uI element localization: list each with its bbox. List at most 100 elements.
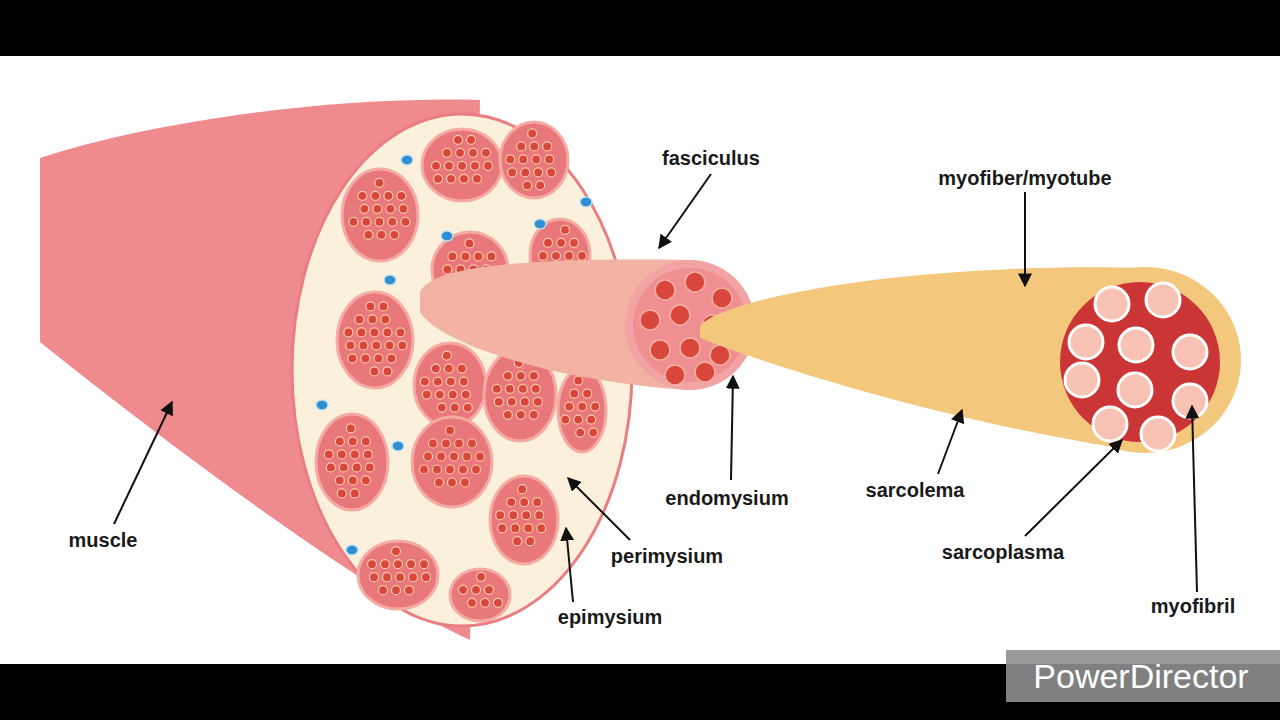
muscle-fiber	[589, 428, 598, 437]
muscle-fiber	[530, 142, 539, 151]
muscle-fiber	[539, 251, 548, 260]
muscle-fiber	[465, 239, 474, 248]
muscle-fiber	[570, 389, 579, 398]
muscle-fiber	[476, 452, 485, 461]
muscle-fiber	[507, 397, 516, 406]
muscle-fiber	[359, 341, 368, 350]
muscle-fiber	[712, 288, 732, 308]
muscle-fiber	[337, 450, 346, 459]
muscle-fiber	[371, 191, 380, 200]
watermark-box	[1006, 650, 1280, 702]
muscle-fiber	[362, 217, 371, 226]
muscle-fiber	[337, 489, 346, 498]
muscle-fiber	[516, 410, 525, 419]
leader-line	[1024, 192, 1026, 286]
leader-line	[938, 410, 962, 474]
fascicle	[558, 368, 606, 452]
muscle-fiber	[494, 397, 503, 406]
muscle-fiber	[394, 560, 403, 569]
muscle-fiber	[381, 560, 390, 569]
muscle-fiber	[424, 452, 433, 461]
muscle-fiber	[494, 598, 503, 607]
muscle-fiber	[350, 450, 359, 459]
fascicle	[422, 129, 502, 201]
muscle-fiber	[505, 384, 514, 393]
muscle-fiber	[529, 371, 538, 380]
leader-line	[659, 174, 711, 248]
muscle-fiber	[543, 142, 552, 151]
muscle-fiber	[535, 511, 544, 520]
muscle-fiber	[433, 465, 442, 474]
muscle-fiber	[443, 265, 452, 274]
blood-vessel	[534, 219, 546, 229]
muscle-fiber	[361, 437, 370, 446]
muscle-fiber	[370, 328, 379, 337]
leader-line	[1192, 406, 1197, 592]
muscle-fiber	[458, 161, 467, 170]
muscle-fiber	[685, 272, 705, 292]
blood-vessel	[401, 155, 413, 165]
muscle-fiber	[384, 191, 393, 200]
muscle-fiber	[469, 148, 478, 157]
muscle-fiber	[399, 204, 408, 213]
part-label: myofiber/myotube	[938, 167, 1111, 189]
muscle-fiber	[473, 174, 482, 183]
muscle-fiber	[655, 280, 675, 300]
muscle-fiber	[487, 252, 496, 261]
muscle-fiber	[513, 537, 522, 546]
muscle-fiber	[529, 410, 538, 419]
muscle-fiber	[565, 251, 574, 260]
muscle-fiber	[348, 476, 357, 485]
muscle-fiber	[459, 465, 468, 474]
muscle-fiber	[379, 586, 388, 595]
muscle-fiber	[574, 376, 583, 385]
muscle-fiber	[368, 315, 377, 324]
muscle-fiber	[370, 573, 379, 582]
muscle-fiber	[570, 238, 579, 247]
muscle-fiber	[420, 377, 429, 386]
muscle-fiber	[405, 586, 414, 595]
muscle-fiber	[401, 217, 410, 226]
muscle-fiber	[665, 365, 685, 385]
muscle-fiber	[450, 403, 459, 412]
muscle-fiber	[432, 161, 441, 170]
leader-line	[566, 528, 573, 602]
muscle-fiber	[468, 598, 477, 607]
blood-vessel	[580, 197, 592, 207]
muscle-fiber	[526, 537, 535, 546]
muscle-fiber	[387, 354, 396, 363]
leader-line	[1025, 440, 1122, 536]
muscle-fiber	[324, 450, 333, 459]
part-label: myofibril	[1151, 595, 1235, 617]
fascicle	[412, 417, 492, 507]
muscle-fiber	[383, 328, 392, 337]
muscle-fiber	[344, 328, 353, 337]
muscle-fiber	[446, 377, 455, 386]
muscle-fiber	[467, 135, 476, 144]
muscle-fiber	[360, 204, 369, 213]
fascicle	[414, 343, 486, 427]
muscle-fiber	[375, 178, 384, 187]
muscle-fiber	[456, 148, 465, 157]
muscle-fiber	[448, 478, 457, 487]
fascicle	[500, 122, 568, 198]
muscle-fiber	[498, 524, 507, 533]
muscle-fiber	[457, 364, 466, 373]
muscle-fiber	[374, 354, 383, 363]
muscle-fiber	[561, 415, 570, 424]
muscle-fiber	[422, 390, 431, 399]
muscle-fiber	[397, 191, 406, 200]
muscle-fiber	[377, 230, 386, 239]
muscle-fiber	[348, 437, 357, 446]
muscle-fiber	[350, 489, 359, 498]
muscle-fiber	[364, 230, 373, 239]
muscle-fiber	[471, 161, 480, 170]
muscle-fiber	[383, 367, 392, 376]
myofibril	[1118, 373, 1152, 407]
part-label: muscle	[69, 529, 138, 551]
muscle-fiber	[422, 573, 431, 582]
muscle-fiber	[370, 367, 379, 376]
muscle-fiber	[445, 161, 454, 170]
muscle-fiber	[472, 465, 481, 474]
muscle-fiber	[537, 524, 546, 533]
